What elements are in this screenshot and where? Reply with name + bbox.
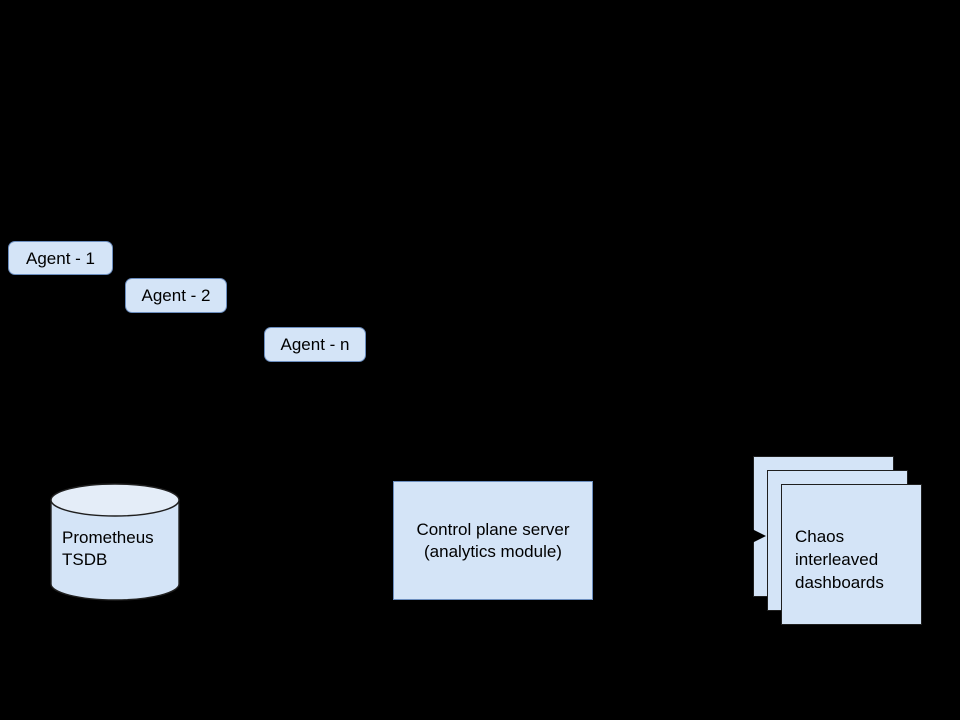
dashboard-layer-front <box>781 484 922 625</box>
node-chaos-dashboards-label: Chaos interleaved dashboards <box>795 527 884 592</box>
node-prometheus-tsdb[interactable]: Prometheus TSDB <box>50 483 180 601</box>
node-agent-2[interactable]: Agent - 2 <box>125 278 227 313</box>
node-control-plane-server[interactable]: Control plane server (analytics module) <box>393 481 593 600</box>
arrow-to-dashboards-icon <box>752 529 766 543</box>
node-agent-2-label: Agent - 2 <box>141 286 211 305</box>
node-agent-n[interactable]: Agent - n <box>264 327 366 362</box>
node-agent-1-label: Agent - 1 <box>26 248 95 268</box>
node-agent-n-label: Agent - n <box>280 335 350 354</box>
node-agent-1[interactable]: Agent - 1 <box>8 241 113 275</box>
node-prometheus-tsdb-label: Prometheus TSDB <box>62 528 154 569</box>
node-control-plane-server-label: Control plane server (analytics module) <box>416 519 570 561</box>
cylinder-icon <box>50 483 180 601</box>
